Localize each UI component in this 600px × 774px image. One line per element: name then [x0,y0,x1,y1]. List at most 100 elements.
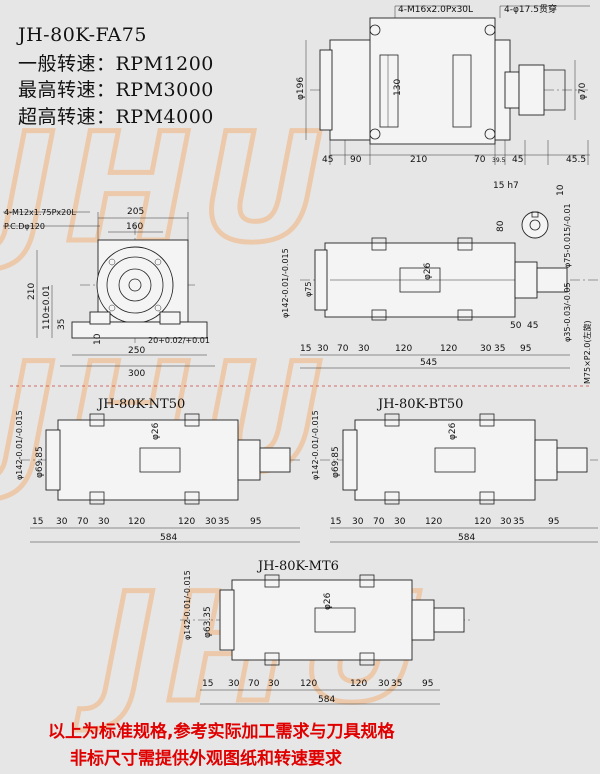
side-dim-phi75-tol: φ75-0.015/-0.01 [563,203,572,268]
mt6-dim-30b: 30 [268,679,280,689]
side-dim-15: 15 [300,344,311,354]
top-holes-label: 4-M16x2.0Px30L [398,5,473,15]
side-dim-45: 45 [527,321,538,331]
side-dim-phi142: φ142-0.01/-0.015 [281,248,290,318]
nt50-dim-120b: 120 [178,517,195,527]
top-dim-45a: 45 [322,155,333,165]
side-dim-10: 10 [556,184,566,196]
model-title: JH-80K-FA75 [16,24,147,46]
mt6-dim-35: 35 [391,679,402,689]
front-pcd-label: P.C.Dφ120 [4,222,45,231]
bt50-dim-30a: 30 [352,517,364,527]
side-dim-50: 50 [510,321,522,331]
top-dim-45-5: 45.5 [566,155,586,165]
view-nt50: JH-80K-NT50 φ142-0.01/-0.015 φ69.85 φ26 … [15,397,300,543]
front-dim-205: 205 [127,207,144,217]
side-dim-545: 545 [420,358,437,368]
speed-ultra: 超高转速：RPM4000 [18,106,214,128]
nt50-dim-30a: 30 [56,517,68,527]
speed-normal: 一般转速：RPM1200 [18,53,214,75]
side-dim-35: 35 [494,344,505,354]
notes: 以上为标准规格,参考实际加工需求与刀具规格 非标尺寸需提供外观图纸和转速要求 [48,721,395,769]
mt6-dim-120a: 120 [300,679,317,689]
top-view: 4-M16x2.0Px30L 4-φ17.5贯穿 45 90 210 70 39… [296,3,590,165]
top-dim-90: 90 [350,155,362,165]
nt50-dim-phi142: φ142-0.01/-0.015 [15,410,24,480]
top-dim-130: 130 [393,79,403,96]
front-view: 4-M12x1.75Px20L P.C.Dφ120 205 160 210 11… [3,207,215,379]
front-dim-300: 300 [128,369,145,379]
mt6-dim-30a: 30 [228,679,240,689]
speed-max: 最高转速：RPM3000 [18,79,214,101]
front-tap-label: 4-M12x1.75Px20L [4,208,76,217]
view-bt50: JH-80K-BT50 φ142-0.01/-0.015 φ69.85 φ26 … [311,397,598,543]
nt50-dim-95: 95 [250,517,261,527]
side-dim-70: 70 [337,344,349,354]
mt6-model: JH-80K-MT6 [256,559,339,574]
mt6-dim-phi142: φ142-0.01/-0.015 [183,570,192,640]
side-dim-30b: 30 [358,344,370,354]
side-view-fa75: 15 h7 10 80 φ75-0.015/-0.01 φ26 φ142-0.0… [281,181,598,384]
mt6-dim-120b: 120 [350,679,367,689]
mt6-dim-phi26: φ26 [323,592,333,610]
mt6-dim-584: 584 [318,695,335,705]
mt6-dim-70: 70 [248,679,260,689]
view-mt6: JH-80K-MT6 φ142-0.01/-0.015 φ63.35 φ26 1… [180,559,470,705]
nt50-dim-phi26: φ26 [151,422,161,440]
bt50-dim-35: 35 [513,517,524,527]
bt50-dim-15: 15 [330,517,341,527]
side-dim-95: 95 [520,344,531,354]
side-dim-30c: 30 [480,344,492,354]
bt50-dim-120b: 120 [474,517,491,527]
nt50-dim-30b: 30 [98,517,110,527]
nt50-dim-30c: 30 [205,517,217,527]
side-dim-phi75: φ75 [304,282,313,297]
note-line-1: 以上为标准规格,参考实际加工需求与刀具规格 [48,721,395,742]
front-dim-20: 20+0.02/+0.01 [148,336,210,345]
side-dim-120a: 120 [395,344,412,354]
top-dim-39-5: 39.5 [492,157,506,164]
bt50-dim-phi26: φ26 [448,422,458,440]
side-dim-phi35: φ35-0.03/-0.05 [563,282,572,342]
mt6-dim-95: 95 [422,679,433,689]
bt50-dim-584: 584 [458,533,475,543]
top-thru-label: 4-φ17.5贯穿 [504,3,557,15]
note-line-2: 非标尺寸需提供外观图纸和转速要求 [70,748,342,769]
nt50-dim-phi69-85: φ69.85 [35,446,45,478]
title-block: JH-80K-FA75 一般转速：RPM1200 最高转速：RPM3000 超高… [16,24,214,128]
side-key-label: 15 h7 [493,181,519,191]
side-thread-label: M75×P2.0(左旋) [582,320,592,384]
nt50-dim-70: 70 [77,517,89,527]
top-dim-70: 70 [474,155,486,165]
nt50-dim-584: 584 [160,533,177,543]
side-dim-phi26: φ26 [423,262,433,280]
bt50-dim-30b: 30 [394,517,406,527]
bt50-dim-70: 70 [373,517,385,527]
nt50-dim-120a: 120 [128,517,145,527]
mt6-dim-30c: 30 [378,679,390,689]
bt50-dim-95: 95 [548,517,559,527]
top-dim-phi70: φ70 [578,82,588,100]
front-dim-10: 10 [93,333,103,345]
nt50-dim-35: 35 [218,517,229,527]
front-dim-35: 35 [57,319,67,330]
bt50-dim-phi69-85: φ69.85 [331,446,341,478]
bt50-dim-120a: 120 [425,517,442,527]
side-dim-120b: 120 [440,344,457,354]
front-dim-210: 210 [27,283,37,300]
front-dim-160: 160 [126,222,143,232]
front-dim-250: 250 [128,346,145,356]
side-dim-30a: 30 [317,344,329,354]
mt6-dim-phi63-35: φ63.35 [203,606,213,638]
bt50-model: JH-80K-BT50 [376,397,463,412]
top-dim-45b: 45 [512,155,523,165]
bt50-dim-30c: 30 [500,517,512,527]
side-dim-80: 80 [496,220,506,232]
nt50-dim-15: 15 [32,517,43,527]
front-dim-110: 110±0.01 [42,285,52,330]
bt50-dim-phi142: φ142-0.01/-0.015 [311,410,320,480]
top-dim-phi196: φ196 [296,77,306,100]
mt6-dim-15: 15 [202,679,213,689]
top-dim-210: 210 [410,155,427,165]
